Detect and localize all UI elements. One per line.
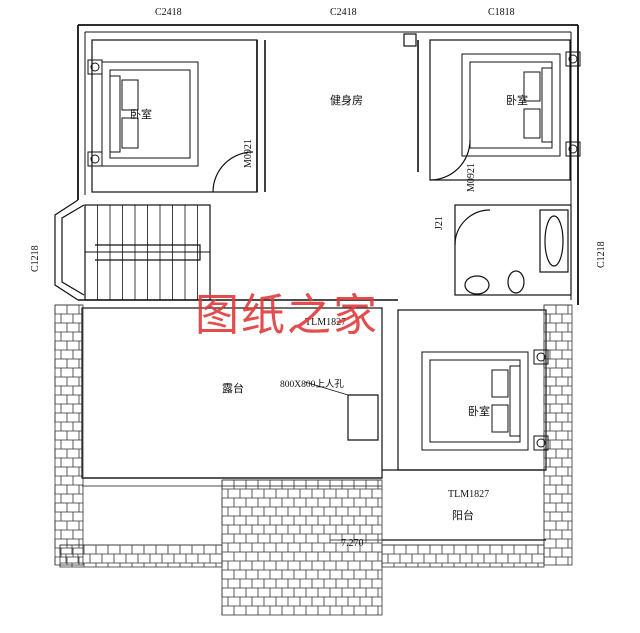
door-label-bath: J21 — [434, 216, 445, 230]
window-label-right: C1218 — [596, 241, 607, 268]
furniture — [87, 51, 581, 451]
bathtub-basin — [544, 215, 564, 267]
bed-se-nightstand — [533, 435, 549, 451]
bed-nw-nightstand — [87, 59, 103, 75]
door-swing-nw — [212, 151, 254, 193]
bed-nw-headboard — [109, 75, 121, 153]
bed-ne-pillow-b — [523, 108, 541, 139]
bed-ne-pillow-a — [523, 71, 541, 102]
room-label-bedroom-ne: 卧室 — [506, 93, 528, 107]
door-label-sliding-upper: TLM1827 — [305, 317, 346, 328]
bathtub — [539, 209, 569, 273]
bed-ne-nightstand — [565, 141, 581, 157]
door-swing-ne — [429, 139, 471, 181]
window-label-top-left: C2418 — [155, 7, 182, 18]
bed-ne — [461, 51, 581, 157]
door-label-gym-right: M0921 — [466, 163, 477, 192]
door-label-gym-left: M0921 — [243, 139, 254, 168]
window-label-left: C1218 — [30, 245, 41, 272]
bed-se-frame — [429, 359, 521, 443]
bed-se-headboard — [509, 365, 521, 437]
elevation-label: 7.270 — [341, 538, 364, 549]
toilet — [507, 270, 525, 294]
roof-tile-right — [543, 304, 573, 566]
bed-se-nightstand — [533, 349, 549, 365]
room-label-bedroom-se: 卧室 — [468, 404, 490, 418]
bed-nw-lamp — [90, 62, 100, 72]
room-label-terrace: 露台 — [222, 381, 244, 395]
bed-se-rug — [421, 351, 529, 451]
bed-se-pillow-b — [491, 404, 509, 433]
bed-nw-pillow-b — [121, 117, 139, 149]
hatch-leader — [304, 381, 349, 396]
bed-nw-rug — [101, 61, 199, 167]
bed-nw-pillow-a — [121, 79, 139, 111]
bed-ne-headboard — [541, 67, 553, 143]
bed-ne-rug — [461, 53, 561, 157]
roof-tile-bottom-left — [59, 544, 223, 568]
bay-window-outer — [54, 199, 79, 301]
window-label-top-middle: C2418 — [330, 7, 357, 18]
bedroom-nw-wall — [91, 39, 258, 193]
downpipe — [403, 33, 417, 47]
room-label-balcony: 阳台 — [452, 508, 474, 522]
bed-se-pillow-a — [491, 369, 509, 398]
roof-tile-bottom — [221, 479, 383, 616]
bedroom-se-wall — [397, 309, 547, 471]
bed-nw — [87, 59, 199, 167]
roof-tiles — [54, 304, 573, 616]
bed-nw-nightstand — [87, 151, 103, 167]
hatch-label: 800X800上人孔 — [280, 379, 344, 390]
room-label-bedroom-nw: 卧室 — [130, 107, 152, 121]
bed-se-lamp — [536, 438, 546, 448]
room-label-gym: 健身房 — [330, 93, 363, 107]
window-label-top-right: C1818 — [488, 7, 515, 18]
roof-tile-bottom-right — [381, 544, 545, 568]
linework — [54, 24, 579, 541]
hatch-opening — [347, 394, 379, 441]
bed-ne-nightstand — [565, 51, 581, 67]
bay-window-inner — [61, 204, 85, 296]
roof-tile-left — [54, 304, 84, 566]
bed-nw-lamp — [90, 154, 100, 164]
watermark-text: 图纸之家 — [195, 290, 379, 341]
bed-ne-lamp — [568, 54, 578, 64]
bed-se-lamp — [536, 352, 546, 362]
bath-wall — [454, 204, 572, 296]
bedroom-ne-wall — [429, 39, 571, 181]
washbasin — [464, 275, 490, 295]
door-label-sliding-lower: TLM1827 — [448, 489, 489, 500]
door-swing-bath — [454, 209, 491, 246]
bed-se — [421, 349, 549, 451]
stair-handrail — [95, 244, 201, 261]
bed-ne-lamp — [568, 144, 578, 154]
